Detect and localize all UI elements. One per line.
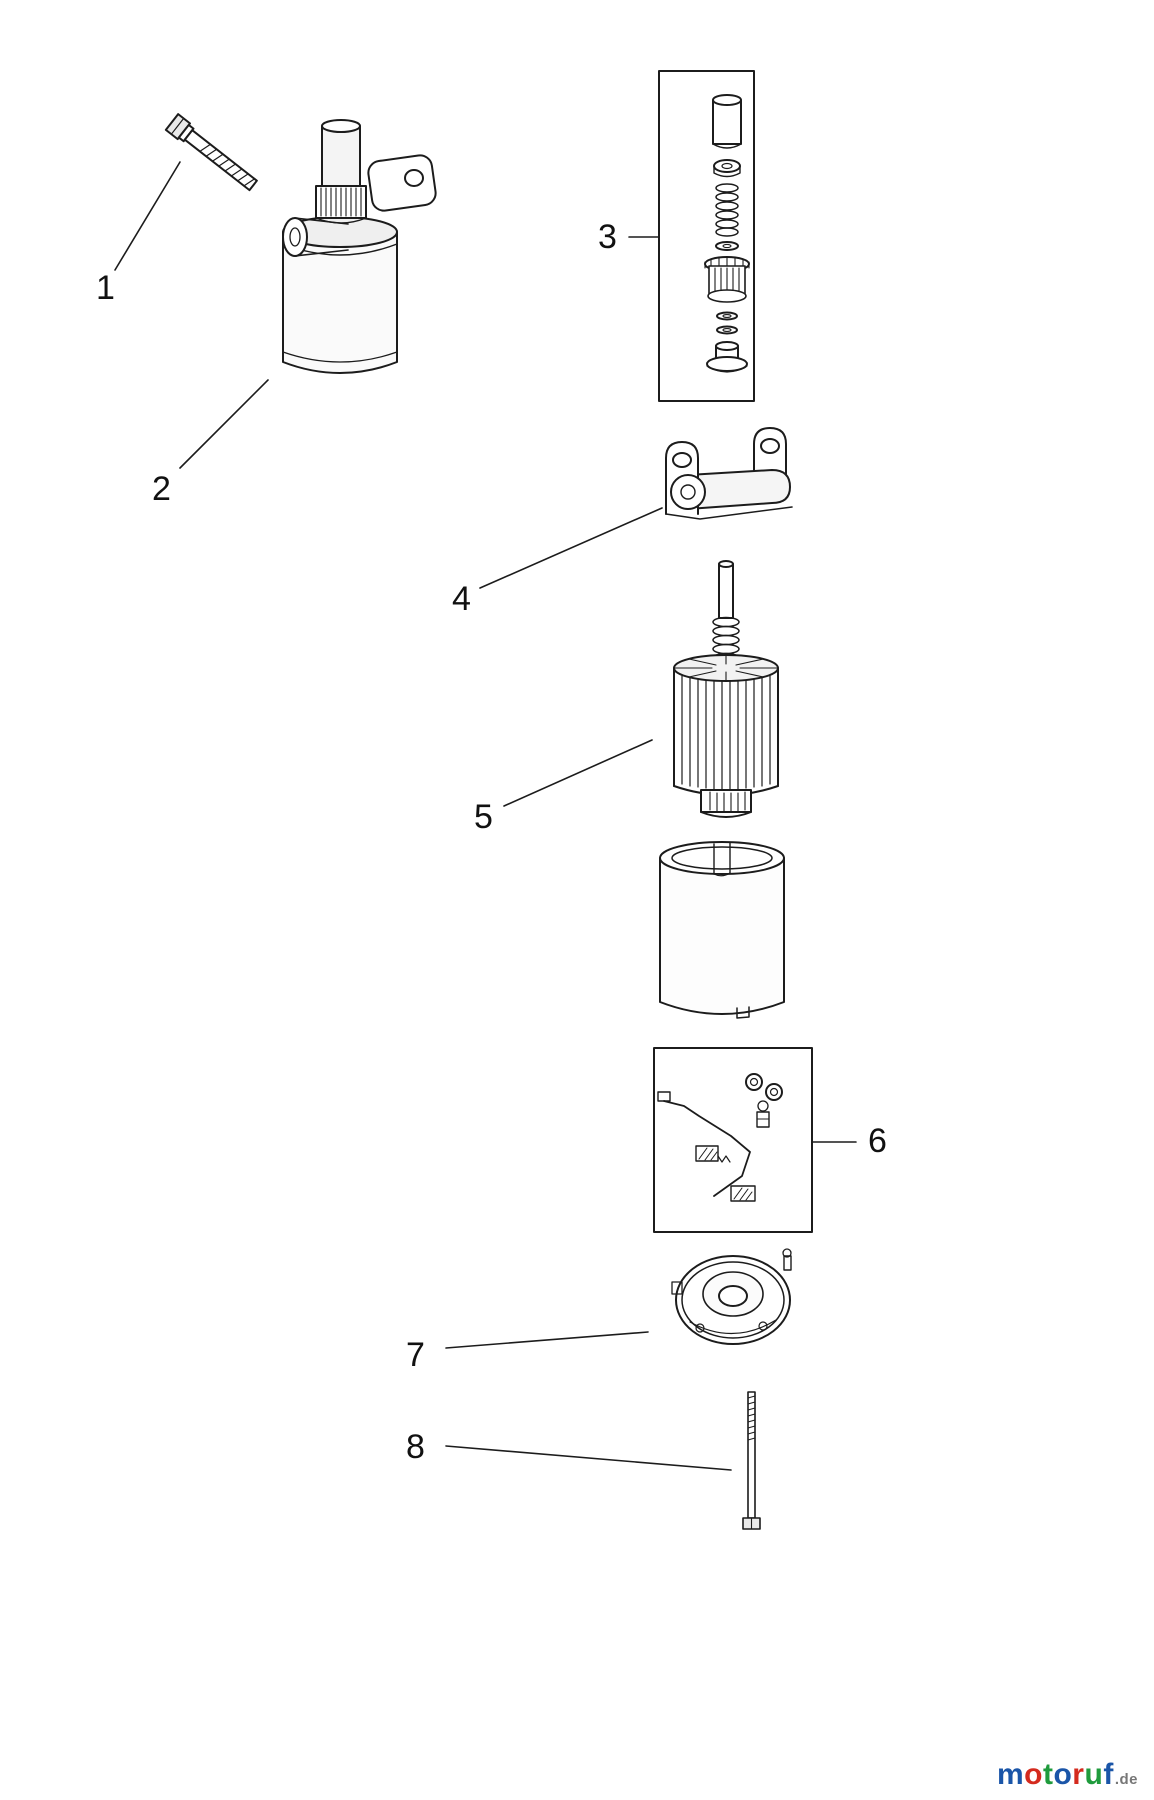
watermark-suffix: .de (1114, 1771, 1138, 1788)
part-8-through-bolt-drawing (743, 1392, 760, 1529)
part-label-5: 5 (474, 798, 493, 836)
part-label-4: 4 (452, 580, 471, 618)
leader-line-4 (480, 508, 662, 588)
watermark-letter: o (1053, 1758, 1073, 1791)
watermark-letter: o (1024, 1758, 1043, 1791)
part-6-bracket-box (654, 1048, 812, 1232)
part-label-6: 6 (868, 1122, 887, 1160)
leader-line-5 (504, 740, 652, 806)
watermark-letter: m (996, 1758, 1025, 1791)
part-7-end-plate-drawing (672, 1249, 791, 1344)
part-label-8: 8 (406, 1428, 425, 1466)
part-label-3: 3 (598, 218, 617, 256)
part-1-bolt-drawing (166, 114, 259, 193)
leader-line-2 (180, 380, 268, 468)
leader-line-8 (446, 1446, 731, 1470)
watermark-letter: f (1103, 1758, 1114, 1791)
watermark-letter: t (1042, 1758, 1054, 1791)
watermark-letter: r (1072, 1758, 1085, 1791)
part-3-bracket-box (659, 71, 754, 401)
part-5-armature-drawing (674, 561, 778, 817)
motor-housing-drawing (660, 842, 784, 1018)
watermark-logo: m o t o r u f .de (997, 1758, 1138, 1792)
leader-line-1 (115, 162, 180, 270)
part-3-pinion-kit-drawing (659, 71, 754, 401)
part-2-solenoid-drawing (283, 120, 437, 373)
part-4-drive-end-cap-drawing (666, 428, 792, 519)
part-6-brush-kit-drawing (654, 1048, 812, 1232)
part-label-2: 2 (152, 470, 171, 508)
part-label-1: 1 (96, 269, 115, 307)
part-label-7: 7 (406, 1336, 425, 1374)
watermark-letter: u (1084, 1758, 1104, 1791)
leader-line-7 (446, 1332, 648, 1348)
